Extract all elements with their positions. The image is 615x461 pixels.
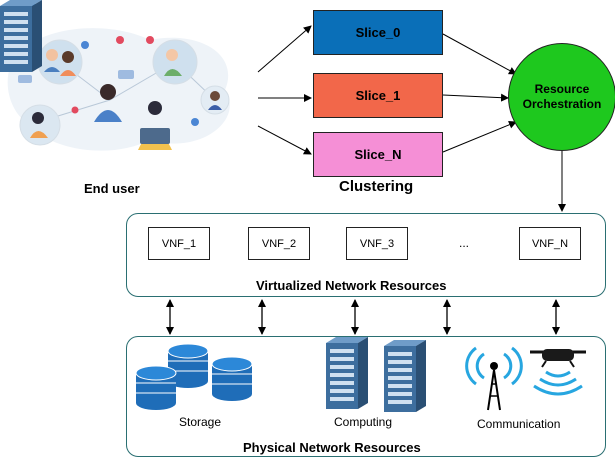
arrow-slice-n-orchestration	[442, 120, 517, 153]
slice-n-label: Slice_N	[354, 147, 402, 162]
clustering-caption: Clustering	[339, 178, 414, 195]
vnf-ellipsis: ...	[459, 236, 470, 250]
layer-link-arrows	[166, 299, 560, 335]
computing-label: Computing	[334, 415, 393, 429]
communication-label: Communication	[477, 417, 561, 431]
arrow-user-slice-0	[257, 25, 312, 73]
end-user-caption: End user	[84, 181, 140, 196]
vnf-2-box: VNF_2	[248, 227, 310, 260]
arrow-slice-1-orchestration	[442, 93, 509, 102]
storage-label: Storage	[179, 415, 222, 429]
antenna-tower-icon	[465, 346, 523, 411]
slice-0-box: Slice_0	[313, 10, 443, 55]
end-user-illustration	[7, 28, 230, 151]
vnf-n-box: VNF_N	[519, 227, 581, 260]
slice-0-label: Slice_0	[355, 25, 401, 40]
slice-1-box: Slice_1	[313, 73, 443, 118]
virtualized-network-title: Virtualized Network Resources	[256, 278, 447, 293]
server-rack-icon	[0, 0, 426, 412]
arrow-user-slice-n	[257, 125, 312, 155]
arrow-slice-0-orchestration	[442, 33, 517, 75]
orchestration-label-line2: Orchestration	[522, 97, 602, 111]
vnf-3-box: VNF_3	[346, 227, 408, 260]
vnf-1-box: VNF_1	[148, 227, 210, 260]
slice-n-box: Slice_N	[313, 132, 443, 177]
orchestration-label-line1: Resource	[534, 82, 590, 96]
slice-1-label: Slice_1	[355, 88, 401, 103]
physical-network-title: Physical Network Resources	[243, 440, 421, 455]
drone-icon	[530, 349, 586, 396]
